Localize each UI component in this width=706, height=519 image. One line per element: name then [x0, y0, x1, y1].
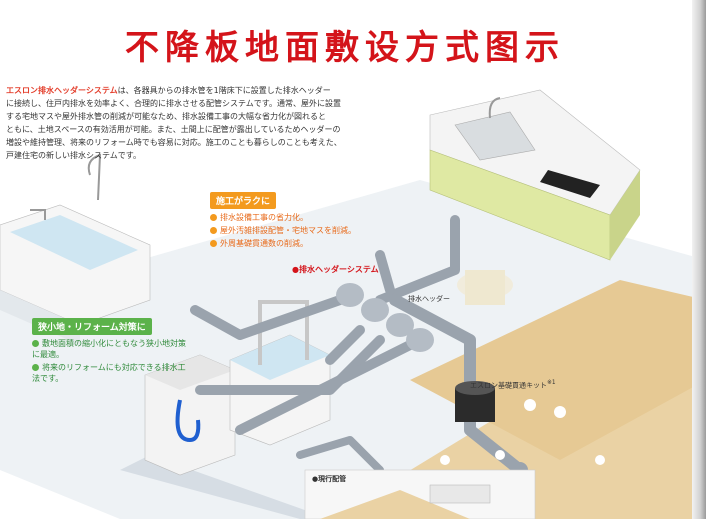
bullet-icon [210, 214, 217, 221]
penetration-kit [455, 381, 495, 422]
reform-callout: 狭小地・リフォーム対策に 敷地面積の縮小化にともなう狭小地対策に最適。 将来のリ… [32, 318, 192, 386]
floor-hole [595, 455, 605, 465]
reform-item: 将来のリフォームにも対応できる排水工法です。 [32, 363, 186, 383]
floor-hole [440, 455, 450, 465]
floor-hole [554, 406, 566, 418]
drain-header [336, 283, 434, 352]
intro-line: 増設や維持管理、将来のリフォーム時でも容易に対応。施工のことも暮らしのことも考え… [6, 138, 342, 147]
intro-text: エスロン排水ヘッダーシステムは、各器具からの排水管を1階床下に設置した排水ヘッダ… [6, 84, 386, 162]
bullet-icon [210, 227, 217, 234]
floor-hole [495, 450, 505, 460]
construction-callout: 施工がラクに 排水設備工事の省力化。 屋外汚雑排設配管・宅地マスを削減。 外周基… [210, 192, 360, 251]
bullet-icon [210, 240, 217, 247]
intro-lead: エスロン排水ヘッダーシステム [6, 86, 118, 95]
reform-item: 敷地面積の縮小化にともなう狭小地対策に最適。 [32, 339, 186, 359]
system-label: ●排水ヘッダーシステム [292, 265, 379, 274]
header-label: 排水ヘッダー [408, 295, 450, 303]
page-edge [692, 0, 706, 519]
intro-line: する宅地マスや屋外排水管の削減が可能なため、排水設備工事の大幅な省力化が図れると [6, 112, 326, 121]
kitchen-counter [429, 89, 641, 261]
bathtub [0, 153, 151, 345]
toilet [457, 270, 513, 305]
kit-label: エスロン基礎貫通キット※1 [470, 380, 556, 390]
page-title: 不降板地面敷设方式图示 [125, 28, 565, 68]
intro-line: は、各器具からの排水管を1階床下に設置した排水ヘッダー [117, 86, 331, 95]
construction-item: 屋外汚雑排設配管・宅地マスを削減。 [210, 225, 360, 236]
intro-line: 戸建住宅の新しい排水システムです。 [6, 151, 141, 160]
construction-item: 外周基礎貫通数の削減。 [210, 238, 360, 249]
bullet-icon [32, 340, 39, 347]
intro-line: ともに、土地スペースの有効活用が可能。また、土間上に配管が露出しているためヘッダ… [6, 125, 341, 134]
construction-item: 排水設備工事の省力化。 [210, 212, 360, 223]
current-pipe-label: ●現行配管 [312, 475, 347, 483]
reform-heading: 狭小地・リフォーム対策に [32, 318, 152, 335]
current-pipe-inset [304, 469, 536, 519]
intro-line: に接続し、住戸内排水を効率よく、合理的に排水させる配管システムです。通常、屋外に… [6, 99, 341, 108]
bullet-icon [32, 364, 39, 371]
construction-heading: 施工がラクに [210, 192, 277, 209]
floor-hole [524, 399, 536, 411]
